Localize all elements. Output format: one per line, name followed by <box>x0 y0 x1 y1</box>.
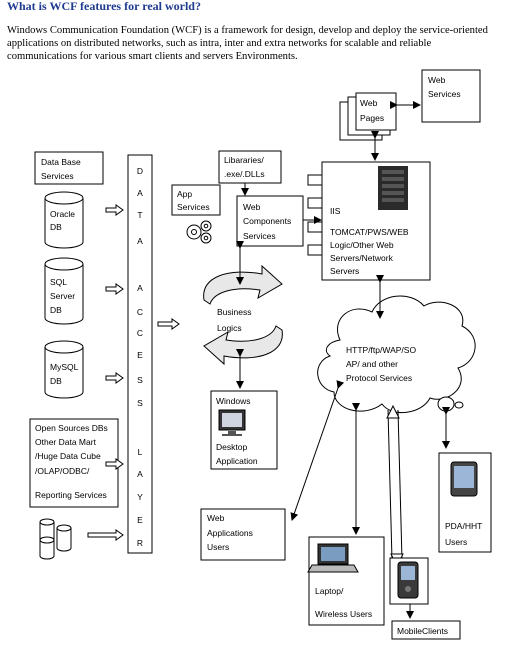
svg-text:A: A <box>137 283 143 293</box>
arrow-cloud-mobile <box>386 404 404 568</box>
mysql-db-cylinder <box>44 340 84 399</box>
iis-label: IIS TOMCAT/PWS/WEB Logic/Other Web Serve… <box>330 206 411 276</box>
web-pages-box <box>355 92 397 131</box>
oracle-db-cylinder <box>44 191 84 249</box>
svg-text:E: E <box>137 515 143 525</box>
desktop-monitor-icon <box>218 409 246 436</box>
sql-db-cylinder <box>44 257 84 325</box>
pda-device-icon <box>450 461 478 497</box>
svg-text:D: D <box>137 166 143 176</box>
server-stack-icon <box>307 174 323 186</box>
database-services-box <box>34 151 104 185</box>
arrow-cloud-webapps <box>290 380 345 521</box>
cloud-bubble <box>437 396 455 412</box>
intro-paragraph: Windows Communication Foundation (WCF) i… <box>7 25 488 62</box>
svg-text:C: C <box>137 328 143 338</box>
svg-text:A: A <box>137 188 143 198</box>
laptop-icon <box>307 543 359 573</box>
app-services-box <box>171 184 221 216</box>
server-tower-icon <box>378 166 408 210</box>
web-apps-users-box <box>200 508 286 561</box>
libraries-box <box>218 150 282 184</box>
mobile-clients-label-box <box>391 620 461 640</box>
svg-text:S: S <box>137 375 143 385</box>
server-stack-icon <box>307 197 323 209</box>
business-logics-cycle-icon <box>203 264 283 366</box>
page-title: What is WCF features for real world? <box>7 0 201 13</box>
web-services-box <box>421 69 481 123</box>
server-stack-icon <box>307 221 323 233</box>
web-components-box <box>236 195 304 247</box>
svg-text:E: E <box>137 350 143 360</box>
mobile-clients-label: MobileClients <box>397 626 448 636</box>
svg-text:A: A <box>137 236 143 246</box>
mobile-phone-icon <box>397 561 419 599</box>
opensource-dbs-box <box>29 418 119 508</box>
iis-box <box>321 161 431 281</box>
svg-text:R: R <box>137 538 143 548</box>
network-cloud <box>317 295 476 414</box>
libraries-label: Libararies/.exe/.DLLs <box>224 155 265 179</box>
data-access-layer-letters: D A T A A C C E S S L A Y E R <box>137 166 143 548</box>
database-cluster-icon <box>39 518 72 560</box>
svg-text:A: A <box>137 469 143 479</box>
opensource-dbs-label: Open Sources DBs Other Data Mart /Huge D… <box>35 423 110 500</box>
laptop-users-label: Laptop/Wireless Users <box>315 586 372 619</box>
svg-text:C: C <box>137 307 143 317</box>
data-access-layer-bar <box>127 154 153 554</box>
svg-text:T: T <box>137 210 142 220</box>
db-to-dal-arrows <box>87 204 180 541</box>
cloud-bubble <box>454 401 464 409</box>
gears-icon <box>186 220 212 244</box>
svg-text:L: L <box>138 447 143 457</box>
svg-text:Y: Y <box>137 492 143 502</box>
svg-text:S: S <box>137 398 143 408</box>
server-stack-icon <box>307 244 323 256</box>
